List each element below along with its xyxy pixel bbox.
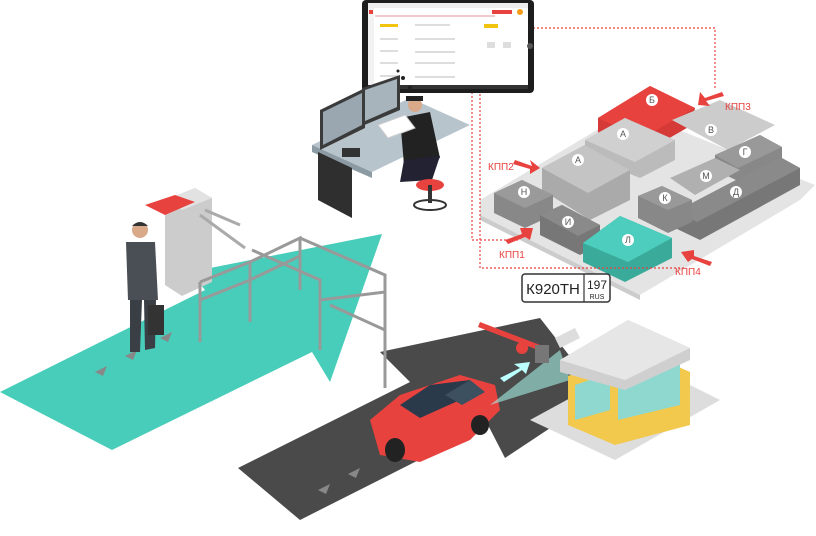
plate-country: RUS [590, 294, 605, 301]
security-guard [377, 96, 447, 211]
svg-text:А: А [575, 155, 581, 165]
building-k: К [638, 186, 692, 233]
svg-text:М: М [702, 171, 710, 181]
pedestrian-arrow [0, 234, 382, 450]
building-d: Д [675, 157, 800, 240]
building-m: М [670, 158, 740, 195]
fence [198, 235, 387, 388]
svg-text:Д: Д [733, 187, 739, 197]
kpp2-label: КПП2 [488, 162, 514, 173]
turnstile [145, 188, 246, 296]
kpp1-label: КПП1 [499, 250, 525, 261]
svg-text:Л: Л [625, 235, 631, 245]
building-n: Н [494, 180, 553, 228]
svg-text:Г: Г [743, 147, 748, 157]
guard-booth [530, 320, 720, 460]
license-plate: К920ТН 197 RUS [521, 273, 611, 303]
svg-text:А: А [620, 129, 626, 139]
svg-text:К: К [662, 193, 668, 203]
thought-bubble [396, 69, 413, 91]
monitor [362, 0, 534, 93]
svg-text:Б: Б [649, 95, 655, 105]
building-a-front: А [542, 145, 630, 220]
building-v: В [672, 100, 775, 150]
road-markings [95, 332, 360, 494]
kpp3-label: КПП3 [725, 102, 751, 113]
svg-text:В: В [708, 125, 714, 135]
svg-text:Н: Н [521, 187, 528, 197]
building-l-highlighted: Л [583, 216, 672, 282]
car [370, 350, 570, 462]
barrier [478, 322, 549, 363]
svg-text:И: И [565, 217, 571, 227]
direction-arrow-icon [500, 362, 530, 382]
camera [555, 328, 580, 348]
checkpoint-arrows [505, 92, 724, 266]
security-desk [312, 75, 470, 218]
kpp4-label: КПП4 [675, 267, 701, 278]
pedestrian-man [126, 222, 164, 352]
plate-region: 197 [587, 278, 607, 292]
plate-number: К920ТН [526, 281, 580, 298]
